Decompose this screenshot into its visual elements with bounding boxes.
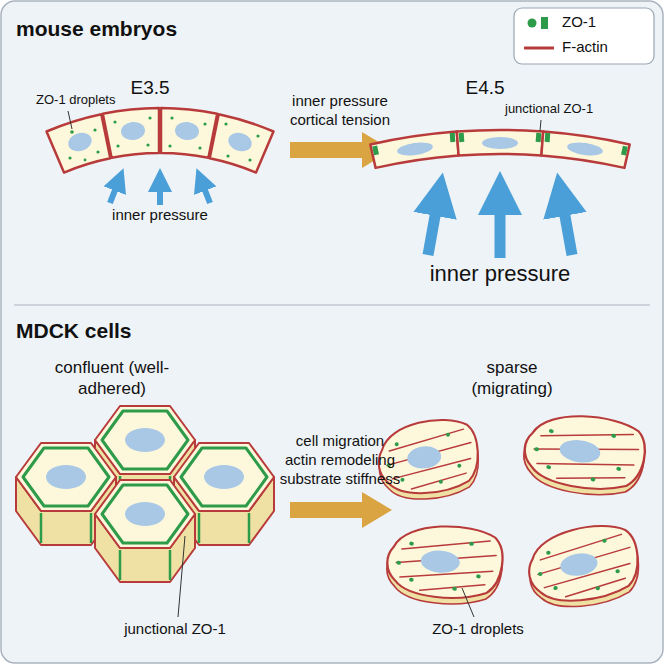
confluent-cells bbox=[16, 406, 274, 582]
state-label: confluent (well-adhered) bbox=[47, 357, 177, 400]
e35-embryo bbox=[47, 108, 274, 173]
sparse-cells bbox=[375, 408, 649, 613]
leader-line bbox=[462, 588, 474, 617]
force-label: inner pressure bbox=[390, 260, 610, 288]
section-heading: mouse embryos bbox=[16, 16, 316, 42]
section-heading: MDCK cells bbox=[16, 318, 316, 344]
zo1-droplets bbox=[68, 116, 259, 161]
callout-label: ZO-1 droplets bbox=[36, 92, 146, 108]
junctional-zo1 bbox=[372, 133, 628, 156]
leader-line bbox=[178, 536, 185, 617]
section-divider bbox=[14, 304, 650, 305]
stage-label: E4.5 bbox=[445, 76, 525, 100]
pressure-arrows bbox=[110, 185, 210, 205]
pressure-arrows bbox=[428, 204, 572, 258]
transition-arrow bbox=[290, 492, 392, 528]
stage-label: E3.5 bbox=[110, 76, 190, 100]
transition-label: cell migration actin remodeling substrat… bbox=[279, 432, 402, 488]
force-label: inner pressure bbox=[90, 206, 230, 225]
legend-text: ZO-1 bbox=[562, 13, 650, 32]
callout-label: junctional ZO-1 bbox=[505, 101, 645, 117]
e45-nuclei bbox=[396, 137, 603, 157]
legend-text: F-actin bbox=[562, 38, 650, 57]
leader-line bbox=[68, 111, 72, 129]
leader-line bbox=[540, 120, 541, 131]
state-label: sparse (migrating) bbox=[457, 357, 567, 400]
e35-nuclei bbox=[66, 121, 254, 154]
callout-label: ZO-1 droplets bbox=[408, 620, 548, 639]
callout-label: junctional ZO-1 bbox=[105, 620, 245, 639]
e45-embryo bbox=[370, 130, 629, 168]
transition-label: inner pressure cortical tension bbox=[279, 92, 401, 130]
legend-box bbox=[514, 8, 654, 64]
